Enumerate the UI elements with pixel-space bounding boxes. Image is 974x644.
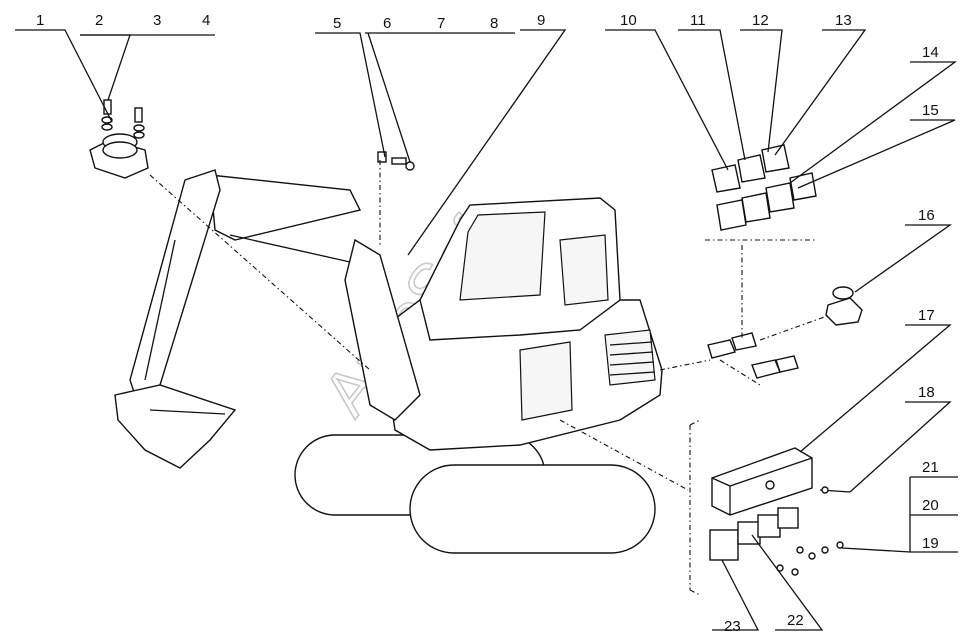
callout-13: 13 bbox=[835, 12, 852, 29]
callout-1: 1 bbox=[36, 12, 44, 29]
callout-21: 21 bbox=[922, 459, 939, 476]
connection-lines bbox=[149, 160, 831, 596]
callout-2: 2 bbox=[95, 12, 103, 29]
callout-3: 3 bbox=[153, 12, 161, 29]
callout-23: 23 bbox=[724, 618, 741, 635]
excavator-illustration bbox=[114, 169, 663, 554]
part-clip-5-8 bbox=[377, 151, 415, 171]
leader-lines bbox=[15, 29, 958, 631]
callout-17: 17 bbox=[918, 307, 935, 324]
callout-20: 20 bbox=[922, 497, 939, 514]
callout-7: 7 bbox=[437, 15, 445, 32]
callout-8: 8 bbox=[490, 15, 498, 32]
callout-16: 16 bbox=[918, 207, 935, 224]
part-mount-1-4 bbox=[89, 99, 149, 179]
part-17-box bbox=[711, 447, 851, 516]
callout-15: 15 bbox=[922, 102, 939, 119]
callout-6: 6 bbox=[383, 15, 391, 32]
callout-19: 19 bbox=[922, 535, 939, 552]
part-relays-22-23 bbox=[709, 507, 844, 576]
callout-11: 11 bbox=[690, 12, 706, 29]
callout-4: 4 bbox=[202, 12, 210, 29]
callout-10: 10 bbox=[620, 12, 637, 29]
callout-22: 22 bbox=[787, 612, 804, 629]
callout-18: 18 bbox=[918, 384, 935, 401]
callout-12: 12 bbox=[752, 12, 769, 29]
part-switches-10-15 bbox=[711, 144, 817, 231]
callout-14: 14 bbox=[922, 44, 939, 61]
callout-9: 9 bbox=[537, 12, 545, 29]
part-16 bbox=[825, 286, 863, 326]
callout-labels: 1 2 3 4 5 6 7 8 9 10 11 12 13 14 15 16 1… bbox=[36, 12, 939, 635]
part-brackets bbox=[707, 332, 799, 379]
callout-5: 5 bbox=[333, 15, 341, 32]
